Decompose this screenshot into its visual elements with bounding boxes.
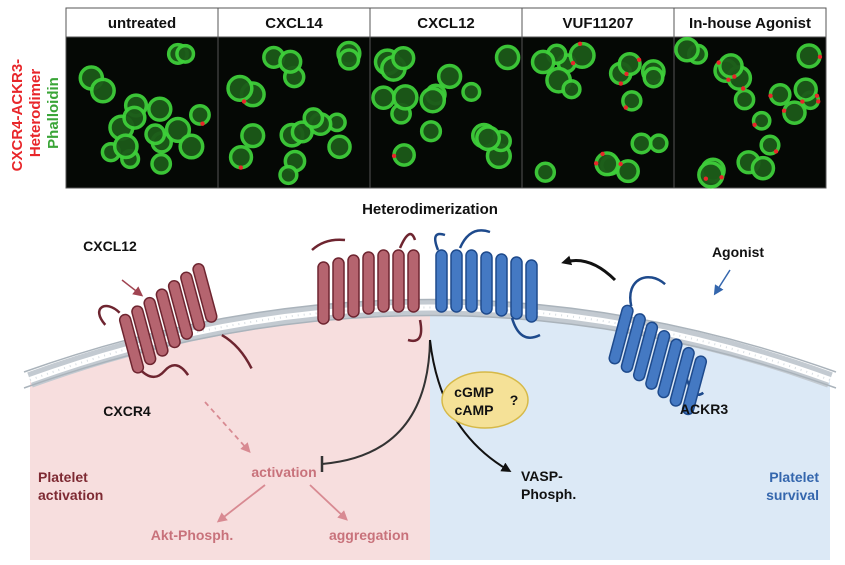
agonist-to-heterodimer-arrow bbox=[561, 255, 617, 282]
column-header: untreated bbox=[108, 15, 176, 32]
column-header: CXCL14 bbox=[265, 15, 323, 32]
cxcr4-receptor bbox=[98, 263, 253, 379]
messenger-cgmp: cGMP bbox=[454, 384, 494, 400]
messenger-question: ? bbox=[510, 392, 519, 408]
platelet-activation-line2: activation bbox=[38, 487, 103, 503]
ackr3-label: ACKR3 bbox=[680, 401, 728, 417]
cxcr4-to-activation-arrow bbox=[204, 401, 251, 453]
column-header-cell bbox=[65, 7, 219, 38]
stained-cells bbox=[674, 36, 823, 189]
row-label-red: CXCR4-ACKR3- Heterodimer bbox=[9, 55, 44, 172]
activation-to-aggregation-arrow bbox=[309, 484, 348, 521]
vasp-label-line1: VASP- bbox=[521, 468, 563, 484]
platelet-survival-line1: Platelet bbox=[769, 469, 819, 485]
activation-to-akt-arrow bbox=[216, 484, 266, 523]
cxcl12-label: CXCL12 bbox=[83, 238, 137, 254]
messenger-bubble bbox=[441, 371, 529, 429]
column-header: In-house Agonist bbox=[689, 15, 811, 32]
messenger-camp: cAMP bbox=[455, 402, 494, 418]
row-label-green: Phalloidin bbox=[45, 77, 62, 149]
micrograph-column: In-house Agonist bbox=[673, 7, 827, 189]
inhibition-line bbox=[321, 339, 431, 465]
micrograph-column: CXCL14 bbox=[217, 7, 371, 189]
diagram-title: Heterodimerization bbox=[362, 201, 498, 218]
agonist-arrow bbox=[713, 269, 731, 296]
platelet-survival-line2: survival bbox=[766, 487, 819, 503]
activation-label: activation bbox=[251, 464, 316, 480]
platelet-activation-line1: Platelet bbox=[38, 469, 88, 485]
micrograph-panel: CXCR4-ACKR3- Heterodimer Phalloidin untr… bbox=[9, 7, 827, 189]
heterodimer-ackr3 bbox=[433, 229, 541, 339]
stained-cells bbox=[530, 41, 669, 184]
heterodimer-cxcr4 bbox=[311, 232, 423, 343]
vasp-label-line2: Phosph. bbox=[521, 486, 576, 502]
akt-label: Akt-Phosph. bbox=[151, 527, 233, 543]
micrograph-column: VUF11207 bbox=[521, 7, 675, 189]
column-header: VUF11207 bbox=[563, 15, 634, 32]
aggregation-label: aggregation bbox=[329, 527, 409, 543]
stained-cells bbox=[371, 44, 521, 170]
ackr3-receptor bbox=[608, 275, 708, 416]
column-header: CXCL12 bbox=[417, 15, 475, 32]
stained-cells bbox=[78, 42, 211, 175]
micrograph-column: CXCL12 bbox=[369, 7, 523, 189]
column-header-cell bbox=[369, 7, 523, 38]
diagram: Heterodimerization bbox=[23, 201, 837, 560]
cxcl12-arrow bbox=[121, 279, 144, 297]
micrograph-column: untreated bbox=[65, 7, 219, 189]
cxcr4-label: CXCR4 bbox=[103, 403, 151, 419]
stained-cells bbox=[226, 40, 362, 186]
agonist-label: Agonist bbox=[712, 244, 764, 260]
cell-backgrounds bbox=[30, 307, 830, 560]
